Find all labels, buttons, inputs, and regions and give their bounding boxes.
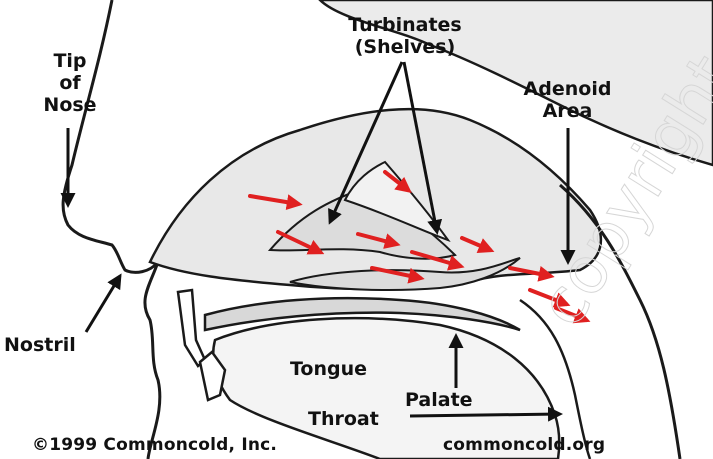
- label-turbinates-line2: (Shelves): [330, 36, 480, 58]
- label-tip-line1: Tip: [30, 50, 110, 72]
- label-nostril: Nostril: [4, 334, 76, 356]
- website-credit: commoncold.org: [443, 434, 605, 456]
- label-throat: Throat: [308, 408, 379, 430]
- label-tip-of-nose: Tip of Nose: [30, 50, 110, 116]
- label-palate: Palate: [405, 389, 473, 411]
- label-tip-line2: of: [30, 72, 110, 94]
- label-turbinates-line1: Turbinates: [330, 14, 480, 36]
- copyright-notice: ©1999 Commoncold, Inc.: [32, 434, 277, 456]
- label-adenoid-line2: Area: [500, 100, 635, 122]
- upper-teeth: [178, 290, 205, 366]
- label-adenoid-area: Adenoid Area: [500, 78, 635, 122]
- label-tip-line3: Nose: [30, 94, 110, 116]
- pointer-nostril: [86, 276, 120, 332]
- pointer-throat: [410, 414, 560, 416]
- label-tongue: Tongue: [290, 358, 367, 380]
- label-turbinates: Turbinates (Shelves): [330, 14, 480, 58]
- label-adenoid-line1: Adenoid: [500, 78, 635, 100]
